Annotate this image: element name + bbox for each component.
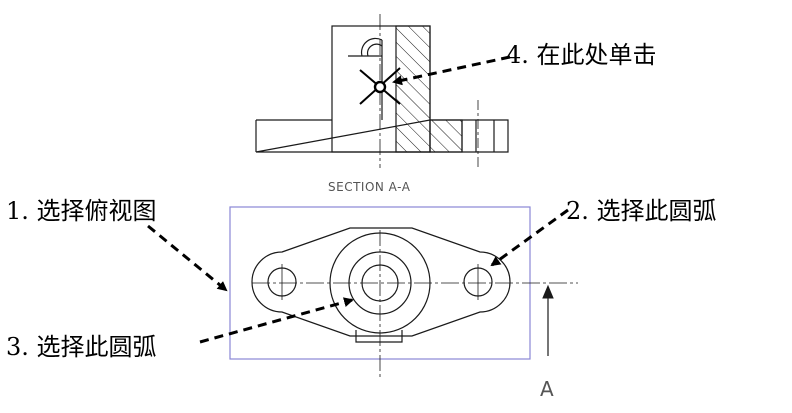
- section-arrow-label: A: [540, 377, 554, 401]
- callout-arrows: [147, 55, 569, 344]
- callout-step-2: 2. 选择此圆弧: [566, 197, 717, 225]
- callout-arrow-4: [392, 55, 511, 86]
- section-arrow: [542, 284, 554, 356]
- top-view: [251, 227, 578, 380]
- callout-step-1: 1. 选择俯视图: [6, 197, 157, 225]
- click-target-marker: [359, 67, 401, 105]
- section-label: SECTION A-A: [328, 180, 411, 194]
- callout-step-3: 3. 选择此圆弧: [6, 333, 157, 361]
- callout-step-4: 4. 在此处单击: [506, 41, 657, 69]
- section-view: [255, 14, 509, 170]
- callout-arrow-3: [199, 297, 354, 344]
- callout-arrow-2: [490, 208, 569, 267]
- callout-arrow-1: [147, 224, 228, 292]
